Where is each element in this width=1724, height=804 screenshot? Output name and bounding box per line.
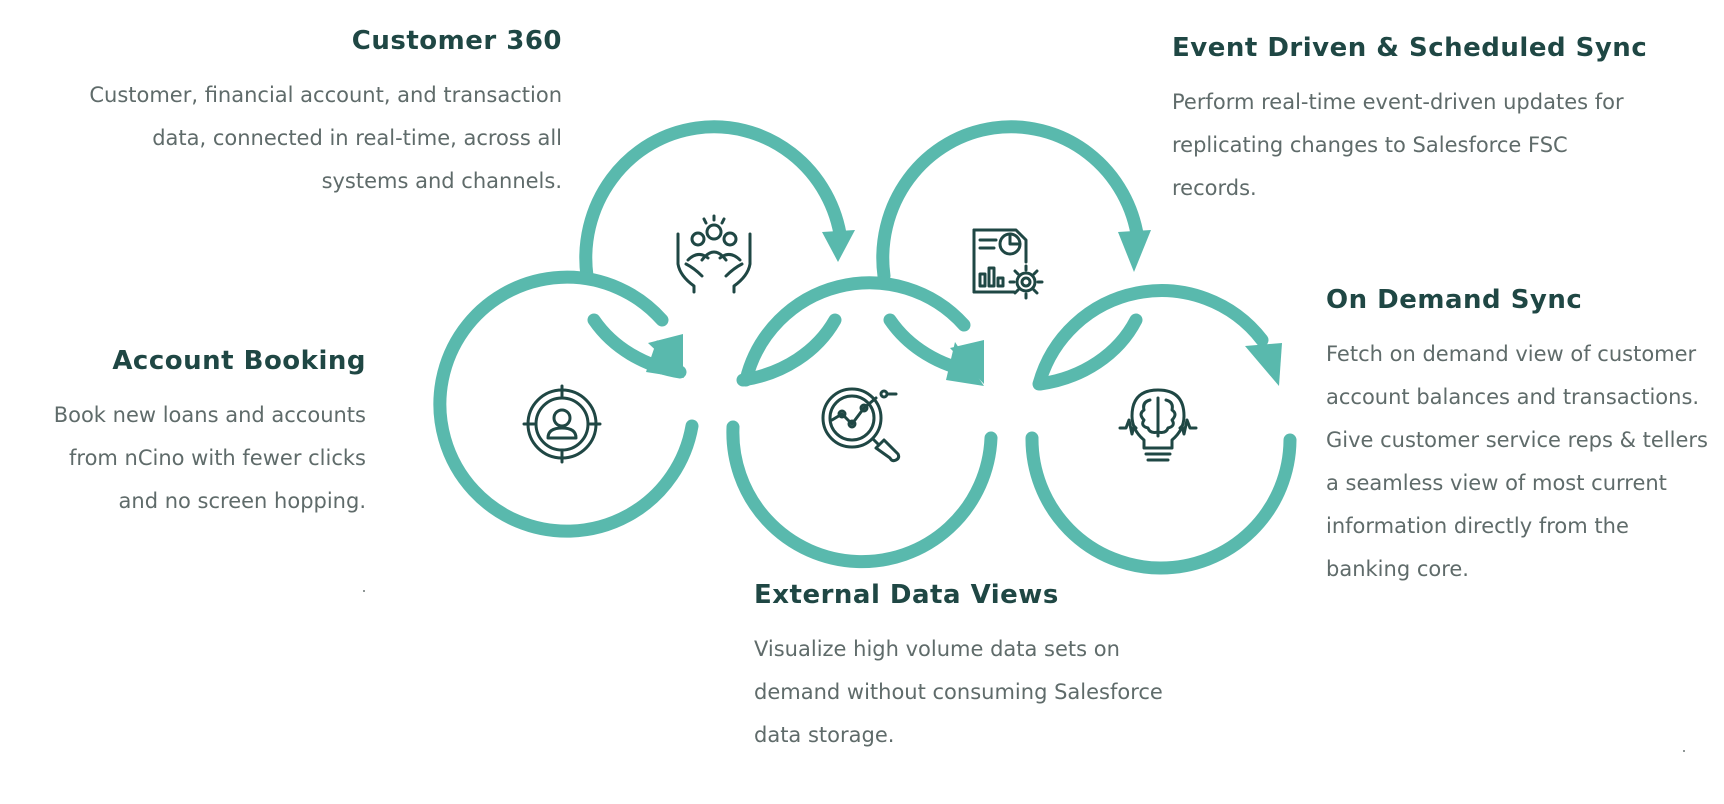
- ring-bottom-2: [726, 276, 998, 569]
- feature-customer360: Customer 360 Customer, financial account…: [70, 26, 562, 203]
- feature-title: Customer 360: [351, 26, 562, 56]
- arrow-head: [822, 230, 855, 262]
- report-gear-icon: [972, 228, 1044, 300]
- feature-account-booking: Account Booking Book new loans and accou…: [30, 346, 366, 523]
- hands-holding-people-icon: [676, 214, 752, 294]
- feature-on-demand-sync: On Demand Sync Fetch on demand view of c…: [1326, 285, 1716, 591]
- feature-description: Fetch on demand view of customer account…: [1326, 342, 1708, 581]
- feature-external-views: External Data Views Visualize high volum…: [754, 580, 1204, 757]
- feature-title: External Data Views: [754, 580, 1059, 610]
- lightbulb-brain-icon: [1118, 388, 1198, 462]
- feature-description: Visualize high volume data sets on deman…: [754, 637, 1163, 747]
- feature-description: Book new loans and accounts from nCino w…: [53, 403, 366, 513]
- magnifier-chart-icon: [821, 387, 901, 463]
- feature-title: Account Booking: [112, 346, 366, 376]
- feature-title: On Demand Sync: [1326, 285, 1583, 315]
- arrow-head: [950, 340, 984, 384]
- arrow-head: [1245, 343, 1282, 386]
- feature-title: Event Driven & Scheduled Sync: [1172, 33, 1648, 63]
- decorative-dot: [1683, 750, 1685, 752]
- ring-top-2: [876, 120, 1151, 386]
- feature-description: Perform real-time event-driven updates f…: [1172, 90, 1624, 200]
- decorative-dot: [363, 590, 365, 592]
- feature-description: Customer, financial account, and transac…: [89, 83, 562, 193]
- arrow-head: [648, 334, 683, 376]
- ring-bottom-3: [1025, 284, 1297, 575]
- arrow-head: [1118, 230, 1151, 272]
- feature-event-sync: Event Driven & Scheduled Sync Perform re…: [1172, 33, 1648, 210]
- ring-bottom-1: [433, 270, 699, 538]
- target-person-icon: [522, 384, 602, 464]
